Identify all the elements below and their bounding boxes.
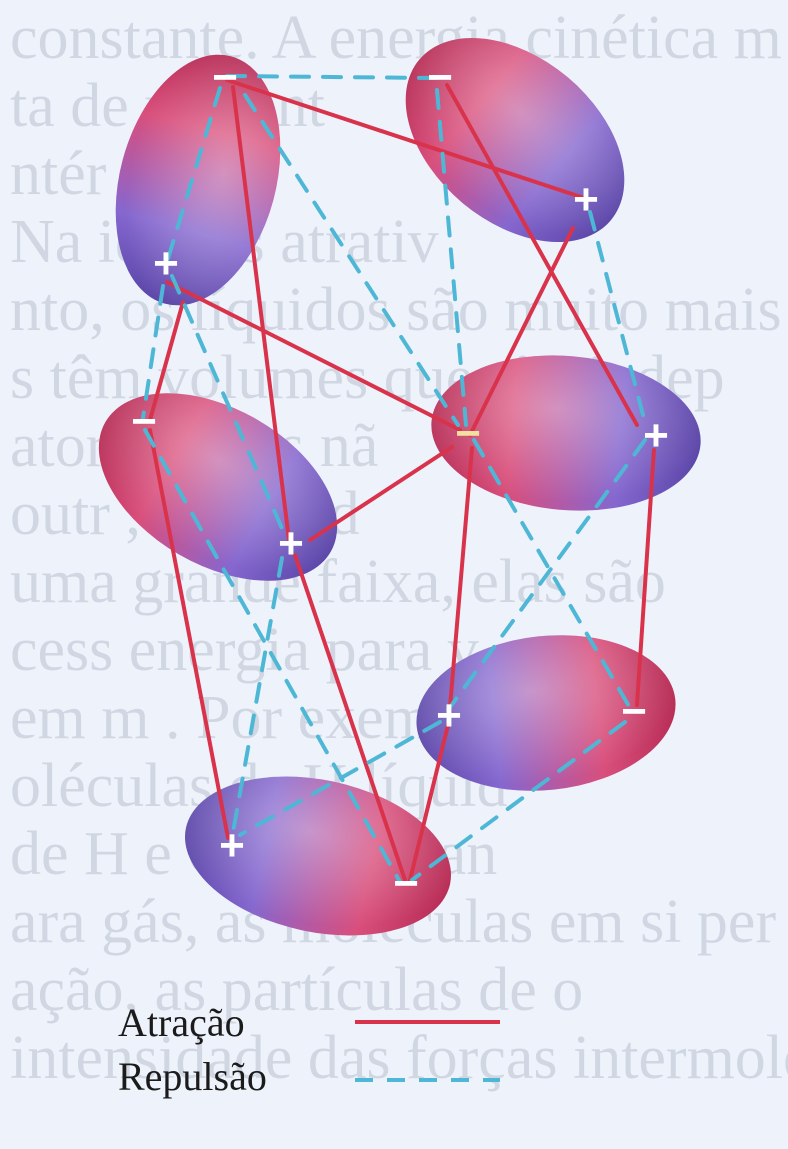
legend-repulsion-label: Repulsão <box>118 1054 267 1099</box>
background-text-line: constante. A energia cinética m <box>10 4 782 72</box>
positive-charge-label: + <box>278 519 304 568</box>
background-text-line: ntér <box>10 140 107 208</box>
negative-charge-label: − <box>393 859 419 908</box>
negative-charge-label: − <box>455 409 481 458</box>
background-text-line: cess energia para v <box>10 616 479 684</box>
negative-charge-label: − <box>131 397 157 446</box>
background-text-line: nto, os líquidos são muito mais <box>10 276 782 344</box>
positive-charge-label: + <box>436 691 462 740</box>
positive-charge-label: + <box>153 239 179 288</box>
negative-charge-label: − <box>427 53 453 102</box>
legend-attraction-label: Atração <box>118 1000 245 1045</box>
repulsion-line <box>227 76 437 78</box>
background-text-line: ação, as partículas de o <box>10 956 583 1024</box>
positive-charge-label: + <box>573 175 599 224</box>
positive-charge-label: + <box>643 411 669 460</box>
negative-charge-label: − <box>212 53 238 102</box>
negative-charge-label: − <box>621 687 647 736</box>
background-text-line: uma grande faixa, elas são <box>10 548 666 616</box>
positive-charge-label: + <box>219 821 245 870</box>
